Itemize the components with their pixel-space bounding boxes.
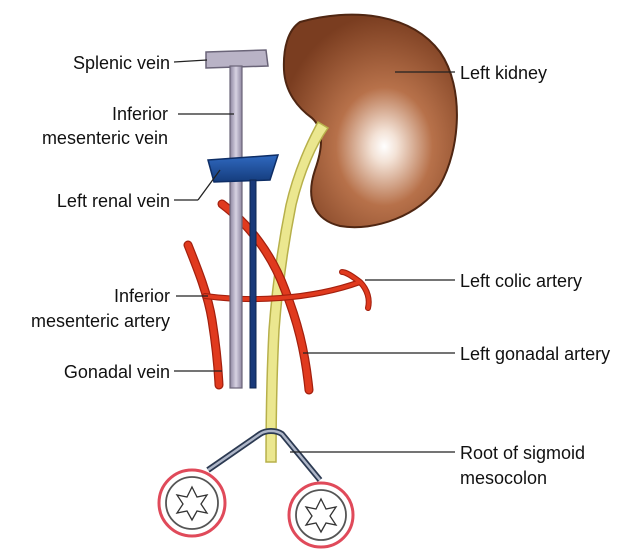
- label-root-sigmoid-line1: Root of sigmoid: [460, 443, 585, 463]
- left-renal-vein: [208, 155, 278, 182]
- label-ima-artery-line2: mesenteric artery: [31, 311, 170, 331]
- label-gonadal-vein: Gonadal vein: [64, 362, 170, 382]
- gonadal-vein: [250, 180, 256, 388]
- label-left-colic-artery: Left colic artery: [460, 271, 582, 291]
- left-kidney: [284, 15, 457, 228]
- label-ima-artery-line1: Inferior: [114, 286, 170, 306]
- sigmoid-colon-left-section: [159, 470, 225, 536]
- sigmoid-colon-right-section: [289, 483, 353, 547]
- label-root-sigmoid-line2: mesocolon: [460, 468, 547, 488]
- label-ima-vein-line1: Inferior: [112, 104, 168, 124]
- splenic-vein: [206, 50, 268, 68]
- label-splenic-vein: Splenic vein: [73, 53, 170, 73]
- label-left-kidney: Left kidney: [460, 63, 547, 83]
- leader-left-renal-vein-2: [198, 170, 220, 200]
- label-ima-vein-line2: mesenteric vein: [42, 128, 168, 148]
- root-of-sigmoid-mesocolon: [208, 431, 320, 480]
- label-left-gonadal-artery: Left gonadal artery: [460, 344, 610, 364]
- label-left-renal-vein: Left renal vein: [57, 191, 170, 211]
- leader-splenic-vein: [174, 60, 207, 62]
